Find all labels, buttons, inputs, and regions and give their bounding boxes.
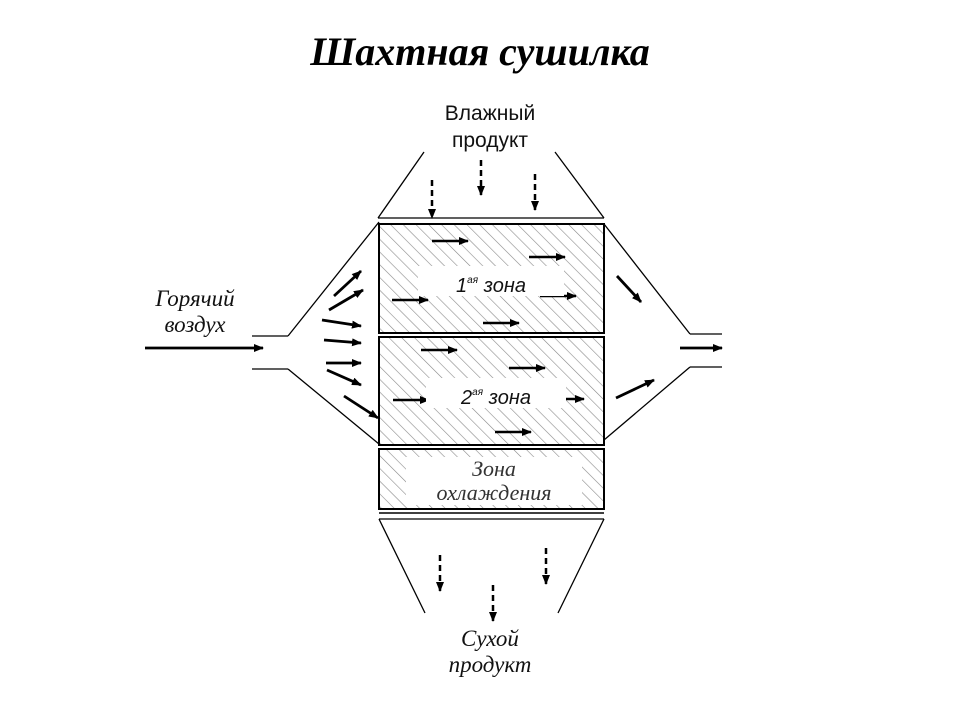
dry-product-label-line2: продукт xyxy=(448,652,532,677)
air-flow-arrow xyxy=(323,338,362,347)
hot-air-label-line2: воздух xyxy=(164,312,226,337)
wet-product-label: Влажный продукт xyxy=(420,100,560,154)
zone-1-label: 1ая зона xyxy=(418,266,564,297)
exhaust-air-arrows xyxy=(615,275,723,400)
zone-2-suffix: ая xyxy=(472,387,484,398)
zone-1-word: зона xyxy=(483,275,526,297)
cooling-zone-label-line2: охлаждения xyxy=(436,480,552,505)
dry-product-label-line1: Сухой xyxy=(461,626,519,651)
air-flow-arrow xyxy=(333,269,362,298)
air-outlet-duct xyxy=(603,223,722,441)
zone-2-number: 2 xyxy=(461,387,473,409)
wet-product-arrows xyxy=(428,160,539,219)
hot-air-label-line1: Горячий xyxy=(155,286,235,311)
air-flow-arrow xyxy=(343,394,379,420)
zone-2-word: зона xyxy=(488,387,531,409)
cooling-zone-label-line1: Зона xyxy=(472,456,516,481)
hot-air-label: Горячий воздух xyxy=(135,286,255,338)
air-distribution-arrows xyxy=(321,269,379,420)
air-flow-arrow xyxy=(615,275,643,303)
air-flow-arrow xyxy=(321,318,362,329)
bottom-hopper xyxy=(378,518,605,614)
air-flow-arrow xyxy=(615,378,655,400)
wet-product-label-line1: Влажный xyxy=(444,102,536,125)
top-hopper xyxy=(377,151,605,219)
zone-2-label: 2ая зона xyxy=(426,378,566,409)
dry-product-label: Сухой продукт xyxy=(420,626,560,678)
zone-1-air-arrows xyxy=(392,237,577,327)
air-inlet-duct xyxy=(252,221,380,445)
air-flow-arrow xyxy=(326,368,362,387)
cooling-zone-label: Зона охлаждения xyxy=(406,457,582,505)
dry-product-arrows xyxy=(436,548,550,622)
wet-product-label-line2: продукт xyxy=(451,129,529,152)
air-flow-arrow xyxy=(328,288,364,312)
zone-1-suffix: ая xyxy=(467,275,479,286)
page-title: Шахтная сушилка xyxy=(310,29,650,74)
zone-1-number: 1 xyxy=(456,275,468,297)
